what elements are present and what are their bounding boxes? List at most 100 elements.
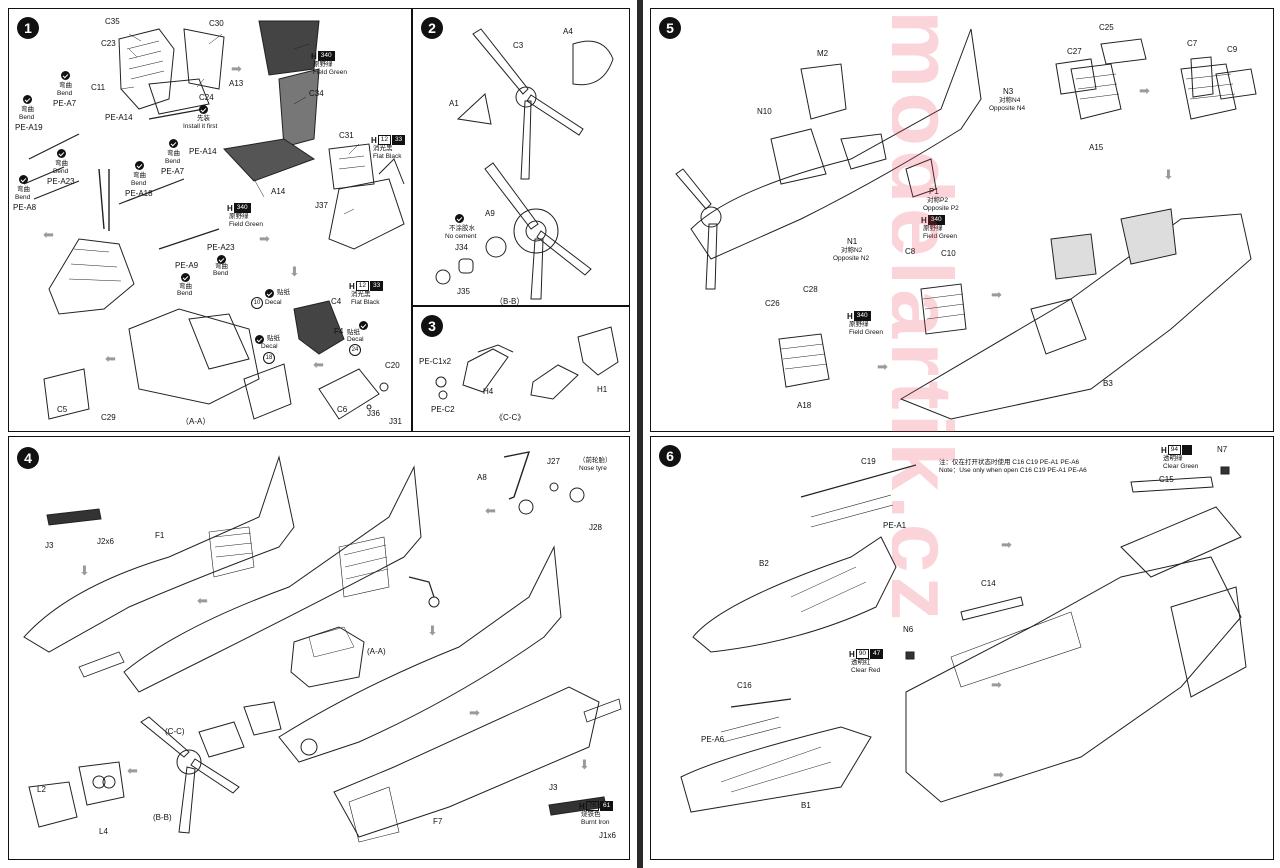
paint-cn: 原野绿 bbox=[313, 61, 333, 68]
pe-label: PE-A14 bbox=[189, 147, 217, 156]
step6-panel: 6 bbox=[650, 436, 1274, 860]
decal-number: 24 bbox=[349, 344, 361, 356]
p1-cn: 对称P2 bbox=[927, 197, 948, 204]
p1-en: Opposite P2 bbox=[923, 205, 959, 212]
part-label: N6 bbox=[903, 625, 914, 634]
paint-en: Field Green bbox=[849, 329, 883, 336]
subassembly-label: (C-C) bbox=[165, 727, 185, 736]
nose-tyre-cn: （前轮胎） bbox=[579, 457, 612, 464]
subassembly-label: (B-B) bbox=[153, 813, 172, 822]
bend-icon bbox=[61, 71, 70, 80]
part-label: C3 bbox=[513, 41, 524, 50]
bend-cn: 弯曲 bbox=[59, 82, 72, 89]
step3-drawing bbox=[435, 326, 619, 400]
part-label: C29 bbox=[101, 413, 116, 422]
step5-drawing bbox=[675, 28, 1257, 420]
part-label: C24 bbox=[199, 93, 214, 102]
part-label: C27 bbox=[1067, 47, 1082, 56]
pe-label: PE-A23 bbox=[47, 177, 75, 186]
paint-en: Clear Green bbox=[1163, 463, 1199, 470]
paint-cn: 透明红 bbox=[851, 659, 871, 666]
paint-cn: 原野绿 bbox=[849, 321, 869, 328]
bend-icon bbox=[19, 175, 28, 184]
bend-icon bbox=[23, 95, 32, 104]
decal-icon bbox=[265, 289, 274, 298]
paint-en: Clear Red bbox=[851, 667, 881, 674]
decal-icon bbox=[359, 321, 368, 330]
arrow-icon: ⬅ bbox=[485, 503, 496, 518]
part-label: PE-C2 bbox=[431, 405, 455, 414]
watermark: modelartik.cz bbox=[892, 10, 971, 625]
part-label: P1 bbox=[929, 187, 939, 196]
arrow-icon: ➡ bbox=[877, 359, 888, 374]
arrow-icon: ➡ bbox=[1001, 537, 1012, 552]
nocement-en: No cement bbox=[445, 233, 477, 240]
part-label: A4 bbox=[563, 27, 573, 36]
decal-icon bbox=[255, 335, 264, 344]
pe-label: PE-A14 bbox=[105, 113, 133, 122]
arrow-icon: ⬇ bbox=[579, 757, 590, 772]
step6-drawing bbox=[680, 464, 1247, 813]
decal-en: Decal bbox=[261, 343, 278, 350]
decal-en: Decal bbox=[347, 336, 364, 343]
arrow-icon: ⬅ bbox=[43, 227, 54, 242]
part-label: C34 bbox=[309, 89, 324, 98]
part-label: A13 bbox=[229, 79, 244, 88]
step2-panel: 2 C3 A bbox=[412, 8, 630, 306]
part-label: C15 bbox=[1159, 475, 1174, 484]
part-label: C23 bbox=[101, 39, 116, 48]
arrow-icon: ➡ bbox=[1139, 83, 1150, 98]
decal-cn: 贴纸 bbox=[347, 329, 360, 336]
part-label: F4 bbox=[334, 327, 344, 336]
part-label: C28 bbox=[803, 285, 818, 294]
part-label: J31 bbox=[389, 417, 402, 426]
paint-en: Flat Black bbox=[373, 153, 402, 160]
n1-cn: 对称N2 bbox=[841, 247, 863, 254]
bend-en: Bend bbox=[213, 270, 229, 277]
bend-icon bbox=[57, 149, 66, 158]
bend-en: Bend bbox=[57, 90, 73, 97]
part-label: PE-A6 bbox=[701, 735, 725, 744]
bend-cn: 弯曲 bbox=[215, 263, 228, 270]
part-label: C7 bbox=[1187, 39, 1198, 48]
bend-icon bbox=[217, 255, 226, 264]
arrow-icon: ➡ bbox=[469, 705, 480, 720]
nose-tyre-en: Nose tyre bbox=[579, 465, 607, 472]
usage-note-en: Note：Use only when open C16 C19 PE-A1 PE… bbox=[939, 467, 1087, 474]
paint-en: Field Green bbox=[229, 221, 263, 228]
bend-icon bbox=[169, 139, 178, 148]
part-label: A15 bbox=[1089, 143, 1104, 152]
step4-panel: 4 bbox=[8, 436, 630, 860]
step4-number: 4 bbox=[17, 447, 39, 469]
arrow-icon: ⬇ bbox=[1163, 167, 1174, 182]
arrow-icon: ⬅ bbox=[313, 357, 324, 372]
part-label: H1 bbox=[597, 385, 608, 394]
part-label: C31 bbox=[339, 131, 354, 140]
part-label: N1 bbox=[847, 237, 858, 246]
step2-drawing bbox=[435, 28, 614, 300]
part-label: J1x6 bbox=[599, 831, 616, 840]
paint-cn: 原野绿 bbox=[229, 213, 249, 220]
part-label: C30 bbox=[209, 19, 224, 28]
page-divider bbox=[637, 0, 643, 868]
bend-en: Bend bbox=[53, 168, 69, 175]
usage-note-cn: 注：仅在打开状态时使用 C16 C19 PE-A1 PE-A6 bbox=[939, 459, 1080, 466]
arrow-icon: ➡ bbox=[259, 231, 270, 246]
part-label: J27 bbox=[547, 457, 560, 466]
right-page: 5 bbox=[644, 0, 1280, 868]
n3-en: Opposite N4 bbox=[989, 105, 1026, 112]
part-label: A1 bbox=[449, 99, 459, 108]
part-label: N3 bbox=[1003, 87, 1014, 96]
part-label: J36 bbox=[367, 409, 380, 418]
part-label: C35 bbox=[105, 17, 120, 26]
part-label: L2 bbox=[37, 785, 46, 794]
step3-panel: 3 PE-C1x2 PE-C2 H4 H1 《C-C》 bbox=[412, 306, 630, 432]
bend-icon bbox=[181, 273, 190, 282]
step1-drawing bbox=[23, 20, 405, 420]
decal-cn: 贴纸 bbox=[267, 335, 280, 342]
arrow-icon: ⬇ bbox=[79, 563, 90, 578]
part-label: C11 bbox=[91, 83, 106, 92]
